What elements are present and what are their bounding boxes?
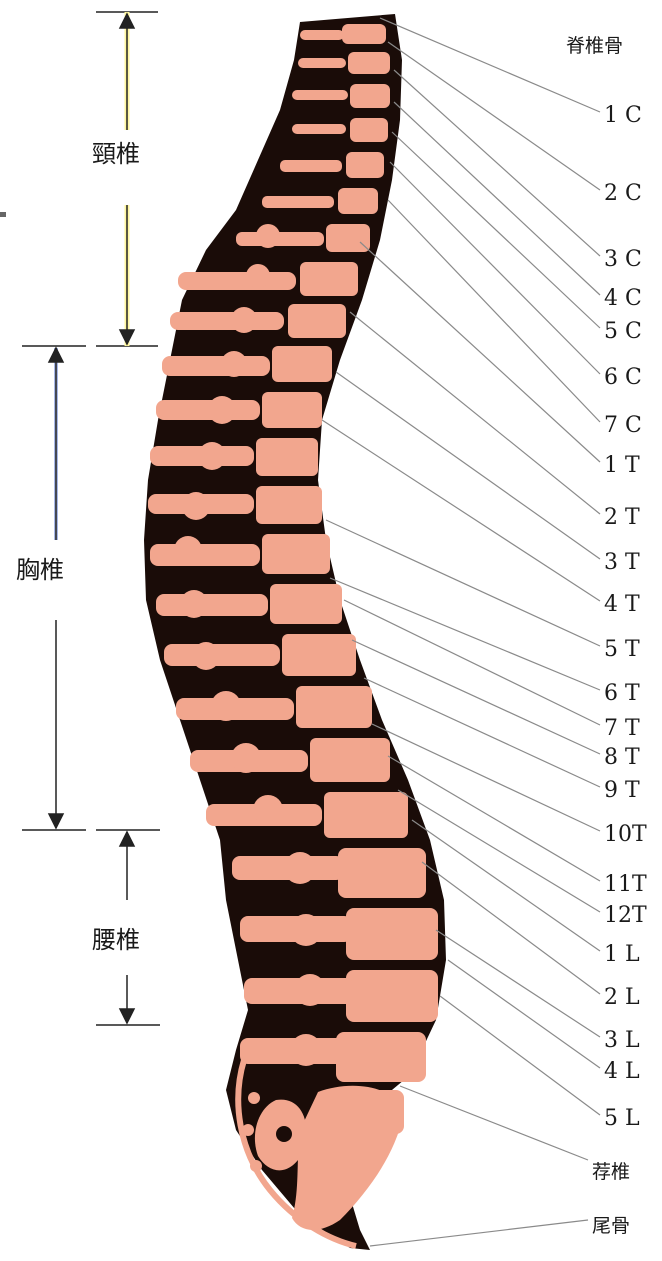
- vertebra-label-24: 5 L: [604, 1106, 640, 1131]
- vertebra-label-18: 11T: [604, 872, 647, 897]
- vertebra-label-20: 1 L: [604, 942, 640, 967]
- leader-line-sacrum: [400, 1086, 588, 1160]
- leader-line-22: [436, 930, 600, 1037]
- leader-line-7: [388, 200, 600, 422]
- leader-line-12: [326, 520, 600, 646]
- leader-line-9: [350, 312, 600, 514]
- vertebra-labels: 1 C 2 C 3 C 4 C 5 C 6 C 7 C 1 T 2 T 3 T 4 T 5 T 6 T 7…: [604, 103, 647, 1131]
- leader-line-10: [336, 372, 600, 559]
- vertebra-label-8: 1 T: [604, 453, 640, 478]
- leader-line-11: [322, 420, 600, 601]
- vertebra-label-17: 10T: [604, 822, 647, 847]
- vertebra-label-11: 4 T: [604, 592, 640, 617]
- leader-line-13: [330, 578, 600, 690]
- vertebra-label-1: 1 C: [604, 103, 642, 128]
- vertebra-label-22: 3 L: [604, 1028, 640, 1053]
- vertebra-label-2: 2 C: [604, 181, 642, 206]
- coccyx-label: 尾骨: [592, 1215, 630, 1237]
- edge-mark: [0, 212, 6, 217]
- sacrum-label: 荐椎: [592, 1161, 630, 1183]
- leader-line-1: [380, 18, 600, 112]
- cervical-bracket: [96, 12, 158, 346]
- leader-line-14: [344, 600, 600, 725]
- vertebra-label-12: 5 T: [604, 637, 640, 662]
- vertebra-label-21: 2 L: [604, 985, 640, 1010]
- vertebra-label-14: 7 T: [604, 716, 640, 741]
- leader-line-6: [390, 162, 600, 374]
- vertebra-label-19: 12T: [604, 903, 647, 928]
- leader-line-coccyx: [370, 1220, 588, 1246]
- vertebra-label-5: 5 C: [604, 319, 642, 344]
- thoracic-label: 胸椎: [16, 556, 64, 584]
- vertebra-label-16: 9 T: [604, 778, 640, 803]
- title-label: 脊椎骨: [566, 35, 623, 57]
- leader-line-8: [360, 242, 600, 462]
- cervical-label: 頸椎: [92, 140, 140, 168]
- vertebra-label-23: 4 L: [604, 1059, 640, 1084]
- leader-line-24: [440, 996, 600, 1115]
- leader-line-4: [394, 102, 600, 295]
- vertebra-label-9: 2 T: [604, 505, 640, 530]
- vertebra-label-3: 3 C: [604, 247, 642, 272]
- spine-illustration: [144, 14, 446, 1250]
- thoracic-bracket: [22, 346, 86, 830]
- vertebra-label-4: 4 C: [604, 286, 642, 311]
- leader-line-2: [388, 42, 600, 190]
- lumbar-label: 腰椎: [92, 926, 140, 954]
- leader-line-23: [448, 960, 600, 1068]
- vertebra-label-15: 8 T: [604, 745, 640, 770]
- vertebra-label-10: 3 T: [604, 550, 640, 575]
- vertebra-label-13: 6 T: [604, 681, 640, 706]
- leader-line-21: [422, 862, 600, 994]
- vertebra-label-6: 6 C: [604, 365, 642, 390]
- vertebra-label-7: 7 C: [604, 413, 642, 438]
